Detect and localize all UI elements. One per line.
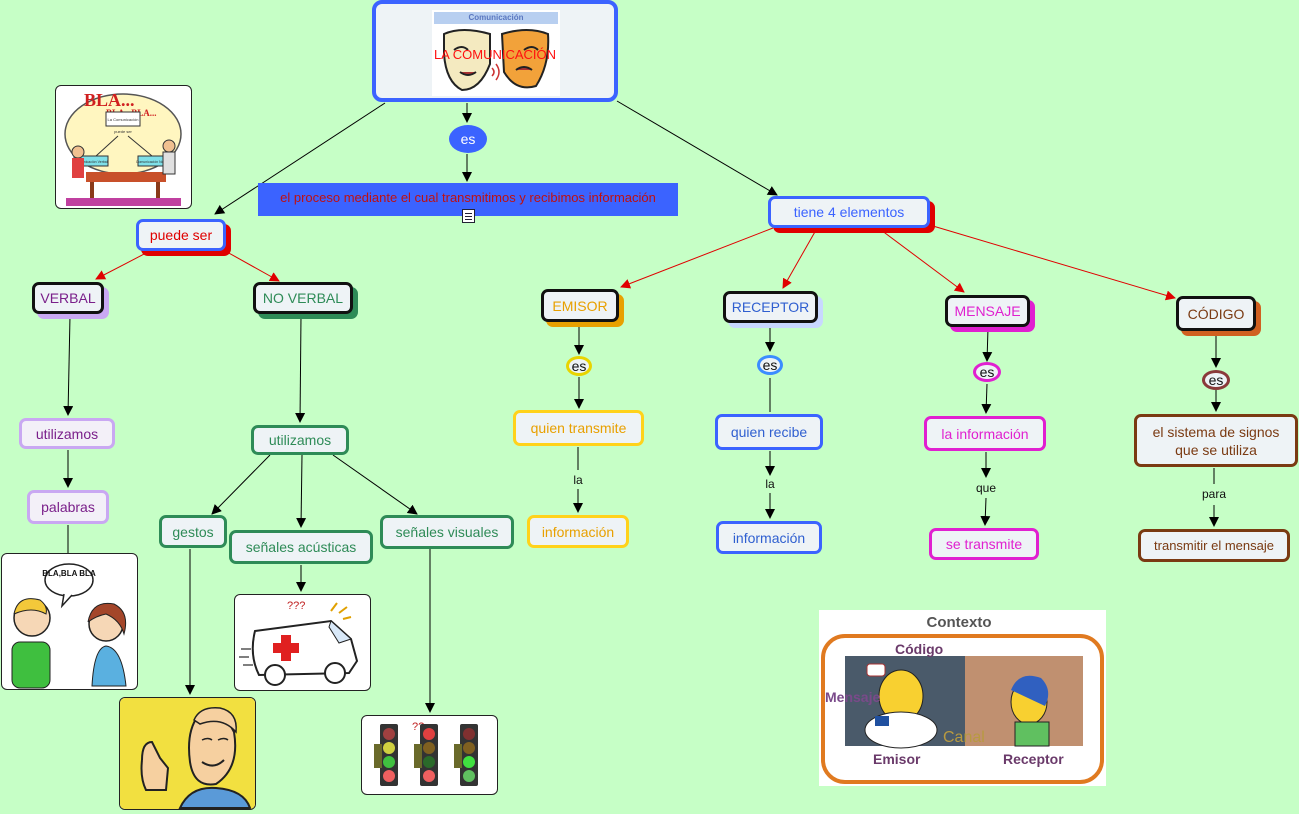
- emisor-node[interactable]: EMISOR: [541, 289, 619, 322]
- context-canal: Canal: [943, 729, 985, 746]
- root-node[interactable]: Comunicación LA COMUNICACIÓN: [372, 0, 618, 102]
- palabras-node[interactable]: palabras: [27, 490, 109, 524]
- bla-text-1: BLA...: [84, 90, 135, 110]
- utilizamos-verbal-node[interactable]: utilizamos: [19, 418, 115, 449]
- quien-transmite-node[interactable]: quien transmite: [513, 410, 644, 446]
- link-es-root[interactable]: es: [449, 125, 487, 153]
- receptor-connector-label: la: [765, 477, 775, 491]
- context-receptor: Receptor: [1003, 751, 1064, 767]
- ambulance-illustration: ???: [234, 594, 371, 691]
- gestos-node[interactable]: gestos: [159, 515, 227, 548]
- bla-left-label: Comunicación Verbal: [74, 160, 107, 164]
- senales-visuales-node[interactable]: señales visuales: [380, 515, 514, 549]
- note-icon[interactable]: [462, 209, 475, 223]
- receptor-informacion-node[interactable]: información: [716, 521, 822, 554]
- transmitir-mensaje-node[interactable]: transmitir el mensaje: [1138, 529, 1290, 562]
- mensaje-node[interactable]: MENSAJE: [945, 295, 1030, 327]
- puede-ser-node[interactable]: puede ser: [136, 219, 226, 251]
- bla-center-label: La Comunicación: [108, 117, 139, 122]
- context-title: Contexto: [927, 614, 992, 631]
- context-mensaje: Mensaje: [825, 689, 880, 705]
- tiene-elementos-node[interactable]: tiene 4 elementos: [768, 196, 930, 228]
- emisor-connector-label: la: [573, 473, 583, 487]
- thumbs-up-illustration: [119, 697, 256, 810]
- emisor-informacion-node[interactable]: información: [527, 515, 629, 548]
- definition-text: el proceso mediante el cual transmitimos…: [280, 190, 656, 205]
- talk-bubble-text: BLA,BLA BLA: [42, 569, 96, 578]
- talking-people-illustration: BLA,BLA BLA: [1, 553, 138, 690]
- codigo-es-link[interactable]: es: [1202, 370, 1230, 390]
- masks-icon: [443, 29, 550, 92]
- utilizamos-no-verbal-node[interactable]: utilizamos: [251, 425, 349, 455]
- root-image: Comunicación: [432, 10, 560, 96]
- root-title: LA COMUNICACIÓN: [433, 47, 557, 62]
- quien-recibe-node[interactable]: quien recibe: [715, 414, 823, 450]
- traffic-lights-illustration: ??: [361, 715, 498, 795]
- verbal-node[interactable]: VERBAL: [32, 282, 104, 314]
- mensaje-connector-label: que: [975, 481, 997, 495]
- context-codigo: Código: [895, 641, 943, 657]
- la-informacion-node[interactable]: la información: [924, 416, 1046, 451]
- bla-sub-label: puede ser: [114, 129, 132, 134]
- senales-acusticas-node[interactable]: señales acústicas: [229, 530, 373, 564]
- root-image-header: Comunicación: [434, 12, 558, 24]
- codigo-node[interactable]: CÓDIGO: [1176, 296, 1256, 331]
- mensaje-es-link[interactable]: es: [973, 362, 1001, 382]
- se-transmite-node[interactable]: se transmite: [929, 528, 1039, 560]
- bla-illustration: BLA... BLA...BLA... La Comunicación pued…: [55, 85, 192, 209]
- no-verbal-node[interactable]: NO VERBAL: [253, 282, 353, 314]
- svg-text:???: ???: [287, 600, 305, 612]
- emisor-es-link[interactable]: es: [566, 356, 592, 376]
- bla-right-label: Comunicación No verbal: [136, 160, 174, 164]
- codigo-connector-label: para: [1201, 487, 1227, 501]
- context-illustration: Contexto Código Mensaje Canal Emisor Rec…: [819, 610, 1106, 786]
- context-emisor: Emisor: [873, 751, 921, 767]
- receptor-es-link[interactable]: es: [757, 355, 783, 375]
- receptor-node[interactable]: RECEPTOR: [723, 291, 818, 323]
- sistema-signos-node[interactable]: el sistema de signos que se utiliza: [1134, 414, 1298, 467]
